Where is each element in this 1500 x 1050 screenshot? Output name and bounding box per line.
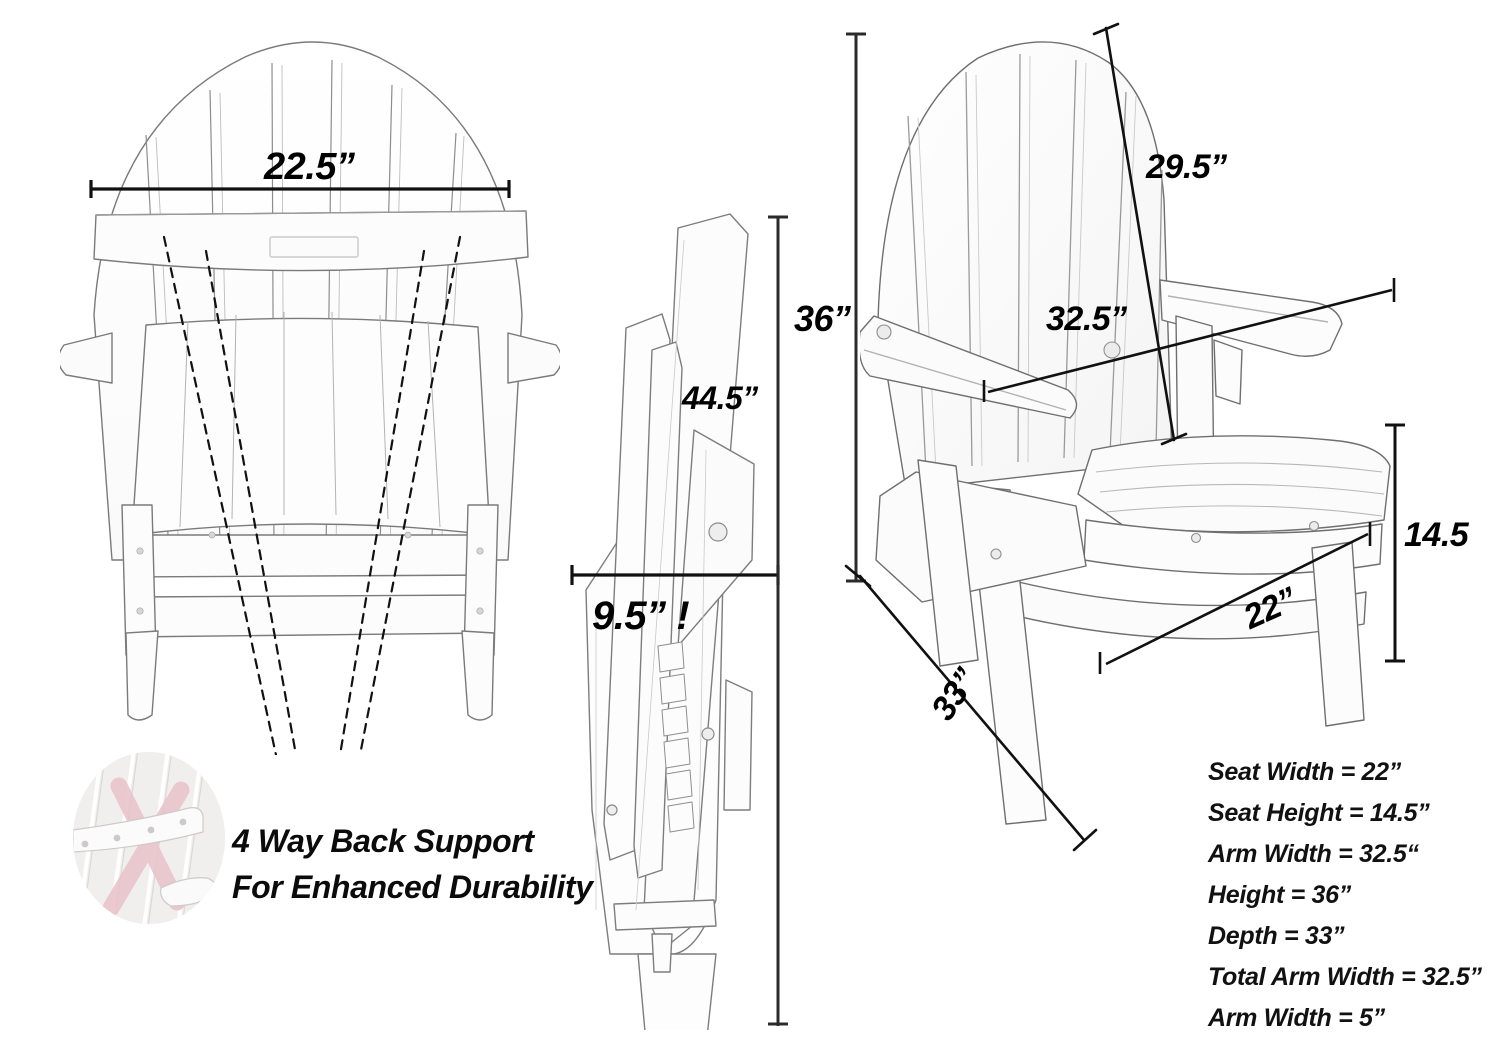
dimension-line-back-width	[89, 180, 511, 198]
dimension-label-overall-height: 36”	[794, 298, 851, 339]
back-support-inset-photo	[73, 752, 225, 924]
dimension-label-folded-depth: 9.5” !	[592, 594, 690, 638]
caption-line-2: For Enhanced Durability	[232, 869, 593, 905]
spec-item-arm-width-single: Arm Width = 5”	[1208, 1004, 1385, 1032]
dimension-label-folded-height: 44.5”	[682, 380, 758, 416]
spec-item-seat-width: Seat Width = 22”	[1208, 758, 1401, 786]
dimension-line-depth	[844, 564, 1098, 852]
spec-item-depth: Depth = 33”	[1208, 922, 1345, 950]
spec-item-arm-width: Arm Width = 32.5“	[1208, 840, 1419, 868]
dimension-label-back-height: 29.5”	[1146, 148, 1227, 186]
spec-item-height: Height = 36”	[1208, 881, 1351, 909]
dimension-line-seat-width	[1098, 522, 1372, 674]
specification-list: Seat Width = 22” Seat Height = 14.5” Arm…	[1208, 752, 1498, 1039]
dimension-line-arm-width	[982, 278, 1396, 402]
caption-line-1: 4 Way Back Support	[232, 823, 534, 859]
feature-caption: 4 Way Back Support For Enhanced Durabili…	[232, 818, 612, 910]
spec-item-seat-height: Seat Height = 14.5”	[1208, 799, 1430, 827]
dimension-label-seat-height: 14.5	[1404, 516, 1469, 554]
dimension-label-back-width: 22.5”	[264, 146, 355, 188]
dimension-line-folded-depth	[570, 565, 780, 585]
dimension-line-back-height	[1092, 22, 1188, 446]
three-quarter-view-chair-illustration	[860, 41, 1391, 825]
back-support-leader-lines	[162, 235, 462, 755]
inset-photo-content	[73, 752, 225, 924]
rear-view-chair-illustration	[60, 41, 560, 755]
dimension-line-folded-height	[768, 215, 788, 1026]
dimension-label-arm-width: 32.5”	[1046, 300, 1127, 338]
folded-side-view-illustration	[585, 213, 755, 1030]
spec-item-total-arm-width: Total Arm Width = 32.5”	[1208, 963, 1482, 991]
dimension-line-seat-height	[1385, 423, 1405, 663]
